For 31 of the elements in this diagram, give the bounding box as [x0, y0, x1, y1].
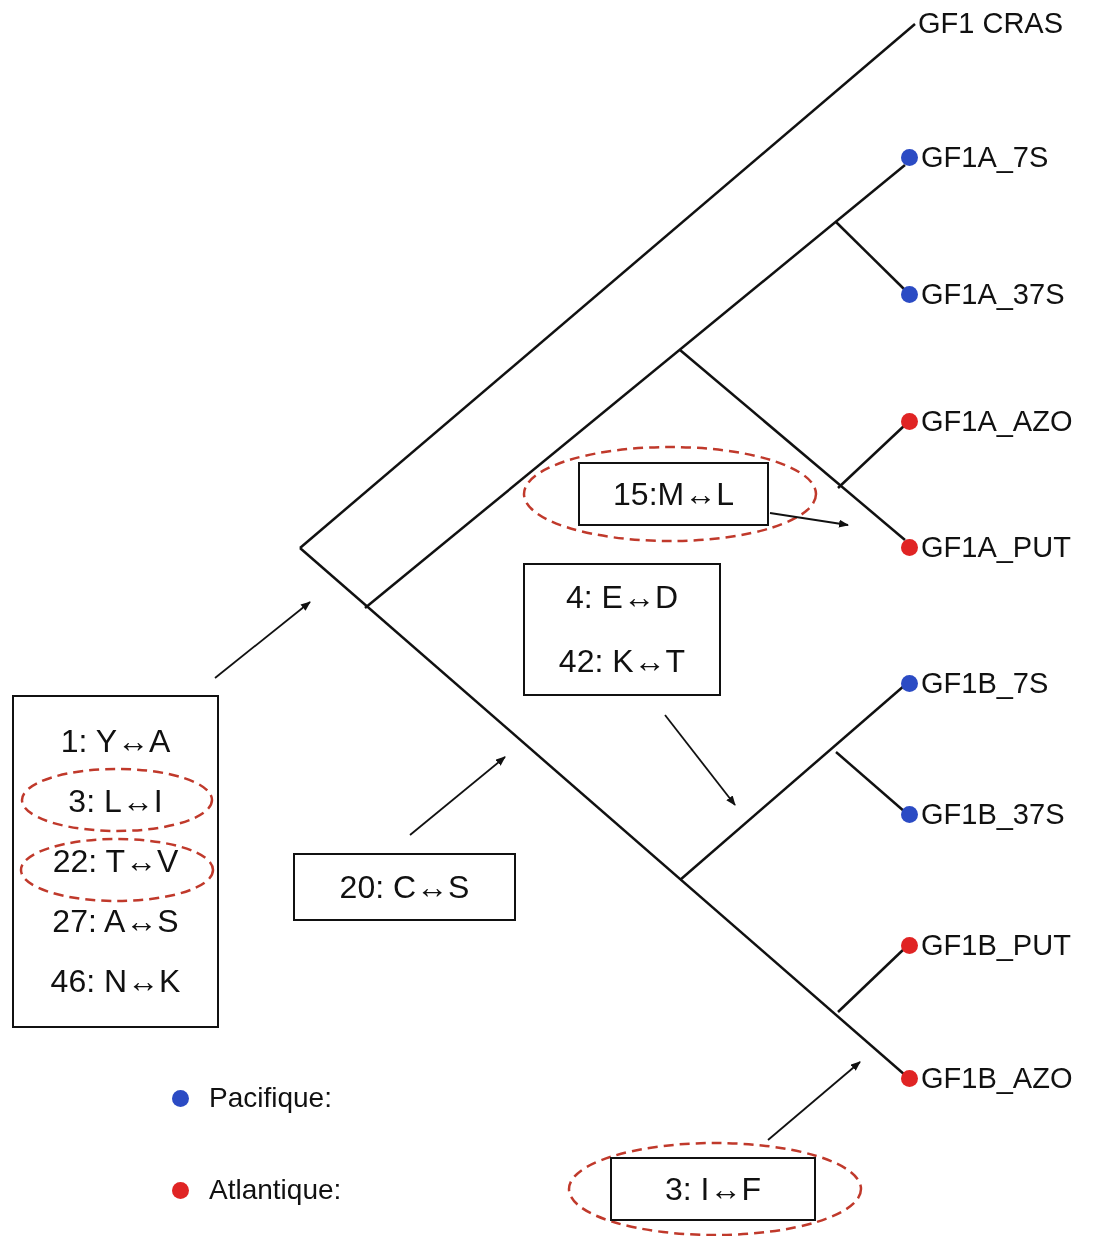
arrow [664, 714, 736, 806]
mutation-label: 20: C↔S [339, 868, 470, 906]
taxon-label: GF1A_PUT [921, 531, 1071, 564]
taxon-label: GF1 CRAS [918, 7, 1064, 40]
taxon-label: GF1B_37S [921, 798, 1065, 831]
legend-label: Atlantique: [209, 1174, 342, 1206]
taxon-label: GF1B_7S [921, 667, 1049, 700]
mutation-box [523, 563, 721, 696]
arrow [767, 1061, 861, 1141]
mutation-label: 1: Y↔A [60, 722, 171, 760]
arrow [409, 756, 506, 836]
taxon-label: GF1A_7S [921, 141, 1049, 174]
mutation-box [578, 462, 769, 526]
mutation-label: 3: L↔I [68, 782, 163, 820]
arrow [214, 601, 311, 679]
mutation-label: 3: I↔F [665, 1170, 761, 1208]
mutation-label: 42: K↔T [558, 643, 686, 681]
taxon-label: GF1B_PUT [921, 929, 1071, 962]
mutation-label: 22: T↔V [52, 842, 179, 880]
mutation-box [293, 853, 516, 921]
taxon-label: GF1B_AZO [921, 1062, 1073, 1095]
mutation-box [610, 1157, 816, 1221]
legend-label: Pacifique: [209, 1082, 332, 1114]
arrow [769, 512, 849, 528]
mutation-label: 4: E↔D [566, 578, 678, 616]
taxon-label: GF1A_37S [921, 278, 1065, 311]
mutation-label: 46: N↔K [50, 963, 181, 1001]
mutation-label: 15:M↔L [613, 475, 734, 513]
mutation-box [12, 695, 219, 1028]
taxon-label: GF1A_AZO [921, 405, 1073, 438]
mutation-label: 27: A↔S [52, 903, 179, 941]
